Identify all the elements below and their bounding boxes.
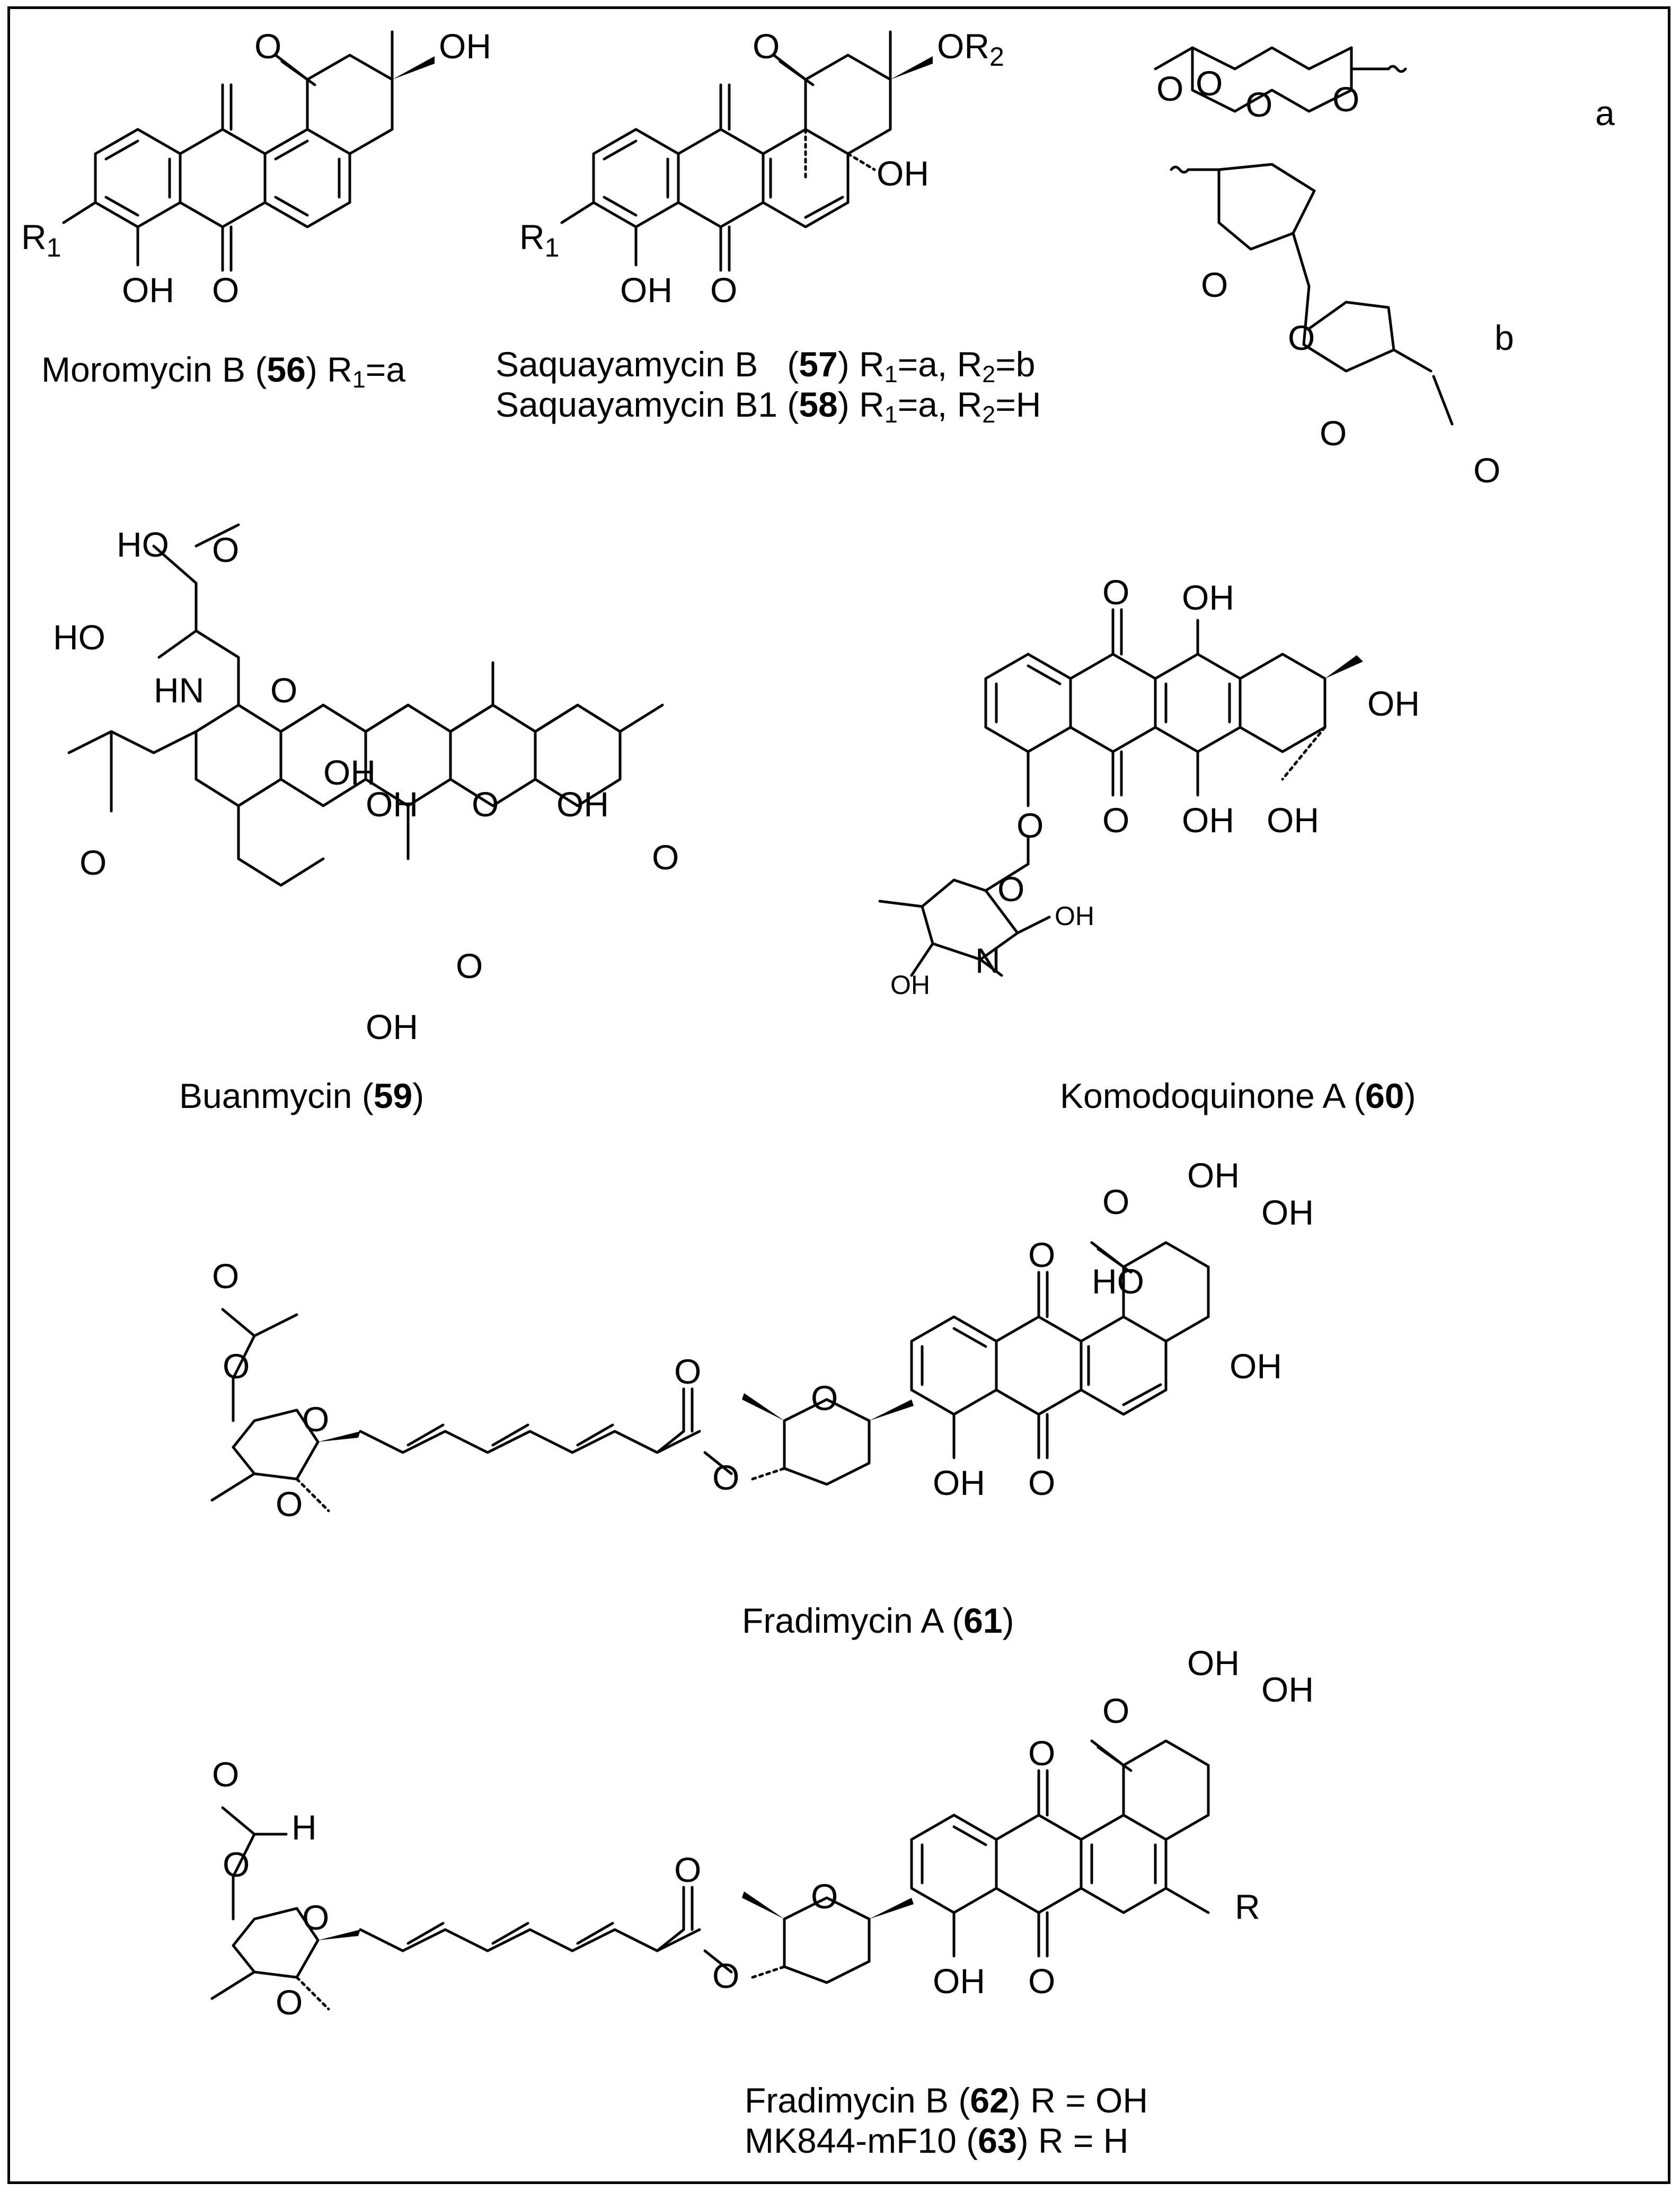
atom-label: O <box>1320 413 1347 453</box>
atom-label: O <box>1102 1691 1129 1730</box>
atom-label: OH <box>1261 1670 1314 1709</box>
caption-saquayamycin: Saquayamycin B (57) R1=a, R2=b Saquayamy… <box>496 345 1041 428</box>
structure-saquayamycin-b: O OR2 OH O OH R1 <box>519 27 1004 310</box>
atom-label: O <box>1028 1961 1055 2001</box>
atom-label: OH <box>1182 800 1234 840</box>
atom-label: O <box>710 270 737 310</box>
atom-label: HN <box>154 671 204 710</box>
atom-label: O <box>212 1256 239 1296</box>
or2-label: OR2 <box>937 27 1004 72</box>
atom-label: O <box>223 1845 250 1884</box>
atom-label: OH <box>1187 1643 1240 1683</box>
atom-label: OH <box>933 1463 985 1502</box>
atom-label: H <box>291 1808 317 1847</box>
atom-label: O <box>674 1850 701 1889</box>
atom-label: O <box>652 838 679 877</box>
r1-label: R1 <box>21 217 61 262</box>
atom-label: O <box>811 1378 838 1418</box>
atom-label: O <box>712 1458 739 1497</box>
atom-label: O <box>1102 1182 1129 1221</box>
atom-label: O <box>1102 800 1129 840</box>
structure-moromycin-b: O OH O OH R1 <box>21 27 491 310</box>
atom-label: OH <box>1182 578 1234 617</box>
atom-label: O <box>1288 318 1315 357</box>
atom-label: HO <box>1092 1262 1144 1301</box>
atom-label: O <box>712 1956 739 1995</box>
atom-label: OH <box>366 1007 418 1046</box>
atom-label: OH <box>1267 800 1319 840</box>
structure-fradimycin-b: O H O O O O O O OH O O O OH OH R <box>210 1643 1314 2022</box>
atom-label: O <box>674 1352 701 1391</box>
atom-label: O <box>1028 1235 1055 1274</box>
atom-label: O <box>212 1755 239 1794</box>
substituent-b-label: b <box>1495 318 1514 357</box>
atom-label: O <box>997 869 1024 909</box>
caption-buanmycin: Buanmycin (59) <box>179 1076 425 1115</box>
atom-label: OH <box>1055 901 1094 931</box>
structure-fradimycin-a: O O O O O O O OH O O O OH OH HO OH <box>210 1156 1314 1524</box>
atom-label: OH <box>1187 1156 1240 1195</box>
atom-label: HO <box>117 525 169 564</box>
atom-label: O <box>276 1983 303 2022</box>
atom-label: O <box>472 785 499 824</box>
atom-label: O <box>811 1877 838 1916</box>
atom-label: O <box>1196 64 1223 103</box>
atom-label: O <box>212 270 239 310</box>
atom-label: O <box>1201 265 1228 304</box>
caption-fradimycin-b: Fradimycin B (62) R = OH MK844-mF10 (63)… <box>745 2081 1148 2161</box>
atom-label: O <box>212 530 239 569</box>
figure-frame <box>7 6 1670 2184</box>
atom-label: OH <box>323 753 376 792</box>
atom-label: N <box>975 941 1001 980</box>
atom-label: O <box>1028 1733 1055 1773</box>
atom-label: OH <box>1367 684 1420 723</box>
atom-label: OH <box>556 785 609 824</box>
atom-label: O <box>270 671 297 710</box>
structure-komodoquinone-a: O OH OH O OH OH O O OH N OH <box>878 573 1420 1000</box>
atom-label: O <box>456 946 483 985</box>
atom-label: O <box>1028 1463 1055 1502</box>
caption-komodoquinone-a: Komodoquinone A (60) <box>1060 1076 1416 1115</box>
r1-label: R1 <box>519 217 559 262</box>
atom-label: O <box>1156 69 1183 108</box>
atom-label: O <box>1102 573 1129 612</box>
atom-label: OH <box>366 785 418 824</box>
atom-label: O <box>254 27 281 66</box>
atom-label: O <box>79 843 107 882</box>
atom-label: O <box>276 1484 303 1524</box>
substituent-a: O O O O a <box>1154 46 1615 133</box>
atom-label: OH <box>1230 1346 1282 1386</box>
atom-label: OH <box>890 970 930 1000</box>
atom-label: HO <box>53 618 105 657</box>
caption-moromycin-b: Moromycin B (56) R1=a <box>41 350 406 393</box>
atom-label: O <box>753 27 780 66</box>
substituent-b: O O O O b <box>1170 163 1514 490</box>
caption-line-63: MK844-mF10 (63) R = H <box>745 2120 1129 2160</box>
atom-label: OH <box>1261 1193 1314 1232</box>
atom-label: OH <box>877 154 929 193</box>
atom-label: O <box>1016 806 1044 845</box>
structure-buanmycin: HO O HO HN O OH OH O OH O O O OH <box>53 523 679 1046</box>
atom-label: O <box>302 1399 329 1439</box>
atom-label: O <box>1473 451 1500 490</box>
atom-label: OH <box>620 270 673 310</box>
atom-label: OH <box>933 1961 985 2001</box>
atom-label: OH <box>439 27 491 66</box>
caption-line-57: Saquayamycin B (57) R1=a, R2=b <box>496 345 1036 388</box>
atom-label: O <box>223 1346 250 1386</box>
atom-label: R <box>1235 1887 1260 1926</box>
caption-line-62: Fradimycin B (62) R = OH <box>745 2081 1148 2120</box>
caption-fradimycin-a: Fradimycin A (61) <box>742 1601 1014 1640</box>
caption-line-58: Saquayamycin B1 (58) R1=a, R2=H <box>496 384 1041 428</box>
substituent-a-label: a <box>1595 93 1615 133</box>
atom-label: O <box>302 1898 329 1937</box>
atom-label: OH <box>122 270 174 310</box>
atom-label: O <box>1245 85 1272 124</box>
atom-label: O <box>1332 80 1359 119</box>
